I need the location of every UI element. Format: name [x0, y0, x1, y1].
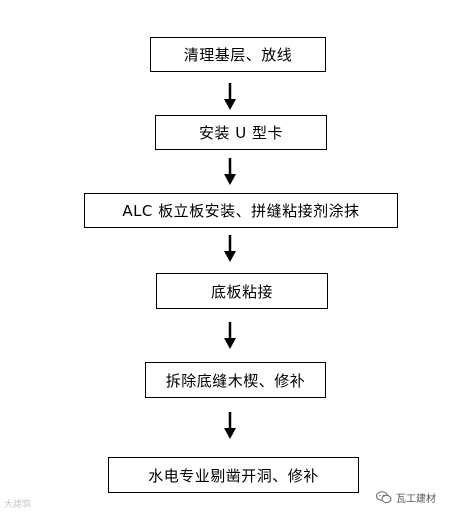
flow-step-2-label: 安装 U 型卡 [198, 124, 283, 142]
flow-step-1-label: 清理基层、放线 [183, 46, 293, 64]
watermark-right-label: 瓦工建材 [396, 494, 436, 505]
watermark-right: 瓦工建材 [376, 490, 436, 505]
arrow-down-icon [222, 235, 238, 263]
arrow-down-icon [222, 322, 238, 350]
arrow-down-icon [222, 83, 238, 111]
arrow-down-icon [222, 158, 238, 186]
flow-step-6-label: 水电专业剔凿开洞、修补 [148, 466, 319, 485]
watermark-left: 大建筑 [4, 497, 31, 510]
chat-bubbles-icon [376, 491, 392, 504]
flow-step-2: 安装 U 型卡 [155, 115, 327, 150]
flow-step-3: ALC 板立板安装、拼缝粘接剂涂抹 [84, 193, 398, 228]
flow-step-5: 拆除底缝木楔、修补 [145, 362, 326, 398]
flow-step-1: 清理基层、放线 [150, 37, 326, 72]
flow-step-5-label: 拆除底缝木楔、修补 [165, 371, 306, 390]
arrow-down-icon [222, 412, 238, 440]
flow-step-6: 水电专业剔凿开洞、修补 [108, 457, 359, 493]
watermark-left-label: 大建筑 [4, 500, 32, 510]
flow-step-4: 底板粘接 [156, 273, 328, 309]
flow-step-3-label: ALC 板立板安装、拼缝粘接剂涂抹 [122, 202, 360, 220]
flow-step-4-label: 底板粘接 [210, 282, 273, 301]
